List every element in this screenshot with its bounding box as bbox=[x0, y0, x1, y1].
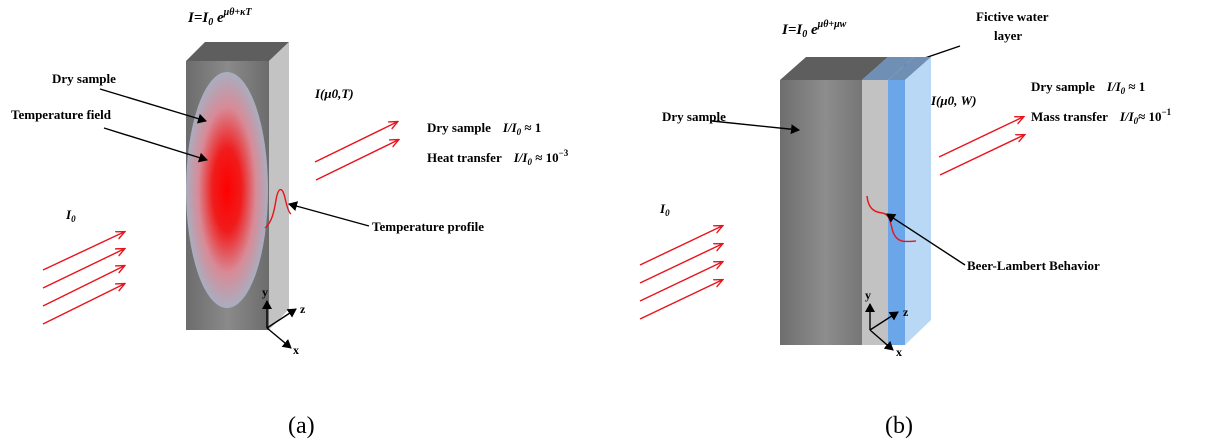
beam-in-a-1 bbox=[42, 232, 124, 271]
outgoing-beams-a bbox=[314, 122, 398, 181]
water-layer-front bbox=[888, 80, 905, 345]
axis-y-label-b: y bbox=[865, 288, 871, 302]
beam-in-a-2 bbox=[42, 249, 124, 289]
beam-in-b-1 bbox=[639, 226, 722, 266]
temperature-field-label: Temperature field bbox=[11, 107, 112, 122]
axis-x-b bbox=[869, 329, 894, 351]
beer-lambert-pointer bbox=[886, 213, 966, 266]
sample-block-a bbox=[186, 42, 292, 330]
block-a-side bbox=[269, 42, 289, 330]
intensity-in-label-a: I0 bbox=[65, 207, 76, 224]
temperature-profile-pointer bbox=[288, 201, 370, 227]
caption-a: (a) bbox=[288, 413, 315, 439]
beam-in-a-3 bbox=[42, 266, 124, 307]
block-b-side bbox=[862, 80, 888, 345]
axis-z-a bbox=[266, 308, 297, 329]
water-layer-top-1 bbox=[862, 57, 914, 80]
axis-x-label-a: x bbox=[293, 343, 299, 357]
caption-b: (b) bbox=[885, 413, 913, 439]
water-layer-side bbox=[905, 57, 931, 345]
axis-y-label-a: y bbox=[262, 285, 268, 299]
block-b-top bbox=[780, 57, 888, 80]
dry-sample-label-b: Dry sample bbox=[662, 109, 726, 124]
temperature-profile-label: Temperature profile bbox=[372, 219, 484, 234]
panel-b-equation: I=I0 eμθ+μw bbox=[781, 19, 847, 40]
axis-z-label-b: z bbox=[903, 305, 909, 319]
axis-x-label-b: x bbox=[896, 345, 902, 359]
axes-b: y z x bbox=[865, 288, 909, 359]
beam-in-a-4 bbox=[42, 284, 124, 325]
intensity-in-label-b: I0 bbox=[659, 201, 670, 218]
dry-sample-label-a: Dry sample bbox=[52, 71, 116, 86]
temperature-field-pointer bbox=[103, 127, 208, 163]
block-a-top bbox=[186, 42, 289, 61]
axes-a: y z x bbox=[262, 285, 306, 357]
intensity-out-label-a: I(μ0,T) bbox=[314, 86, 354, 101]
temperature-field-hotspot bbox=[186, 72, 268, 308]
axis-z-b bbox=[869, 311, 899, 331]
beam-out-b-1 bbox=[938, 117, 1023, 158]
outgoing-beams-b bbox=[938, 117, 1024, 176]
beam-in-b-2 bbox=[639, 244, 722, 284]
panel-a: I=I0 eμθ+κT Dry sample Temperature field… bbox=[11, 7, 569, 439]
dry-sample-pointer-b bbox=[711, 120, 800, 135]
axis-z-label-a: z bbox=[300, 302, 306, 316]
sample-block-b bbox=[780, 57, 931, 345]
dry-sample-pointer-a bbox=[99, 88, 207, 124]
beam-out-a-2 bbox=[315, 140, 398, 181]
incoming-beams-b bbox=[639, 226, 722, 320]
block-b-front bbox=[780, 80, 862, 345]
temperature-profile-curve-a bbox=[264, 188, 292, 229]
water-layer-top-2 bbox=[888, 57, 931, 80]
beer-lambert-label: Beer-Lambert Behavior bbox=[967, 258, 1100, 273]
axis-x-a bbox=[266, 327, 292, 349]
incoming-beams-a bbox=[42, 232, 124, 325]
beam-out-b-2 bbox=[939, 135, 1024, 176]
beam-out-a-1 bbox=[314, 122, 397, 163]
intensity-out-label-b: I(μ0, W) bbox=[930, 93, 977, 108]
beam-in-b-3 bbox=[639, 262, 722, 302]
panel-a-equation: I=I0 eμθ+κT bbox=[187, 7, 252, 28]
beam-in-b-4 bbox=[639, 280, 722, 320]
